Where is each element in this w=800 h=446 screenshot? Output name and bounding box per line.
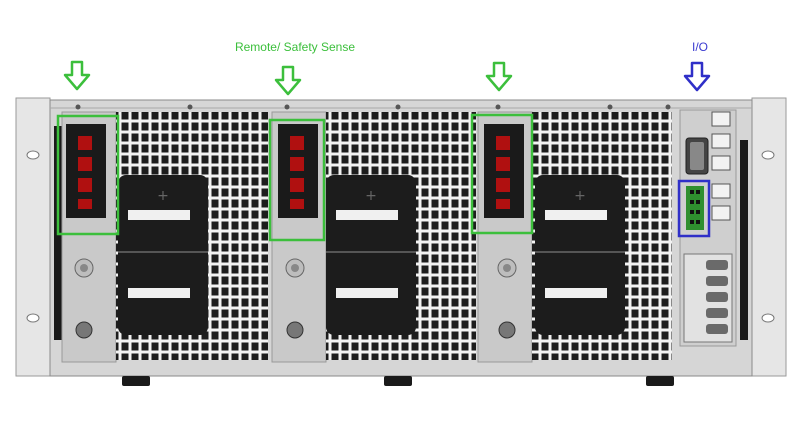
arrow-down-icon <box>274 65 302 96</box>
left-rack-ear <box>15 97 51 377</box>
sense-highlight-box-3 <box>470 113 534 235</box>
right-rack-ear <box>751 97 787 377</box>
io-highlight-box <box>677 179 711 238</box>
svg-text:+: + <box>365 188 377 204</box>
rj45-port <box>711 111 731 127</box>
power-module-3: + <box>477 111 672 363</box>
svg-text:+: + <box>574 188 586 204</box>
sense-highlight-box-2 <box>268 118 326 242</box>
svg-text:+: + <box>157 188 169 204</box>
rj45-port <box>711 155 731 171</box>
ground-stud <box>498 321 516 339</box>
rj45-port <box>711 133 731 149</box>
ground-stud <box>75 321 93 339</box>
foot <box>646 376 674 386</box>
ground-stud <box>286 321 304 339</box>
arrow-down-icon <box>683 61 711 92</box>
rj45-port <box>711 205 731 221</box>
io-label: I/O <box>691 40 708 54</box>
io-terminal-block <box>686 186 704 230</box>
foot <box>384 376 412 386</box>
arrow-down-icon <box>485 61 513 92</box>
remote-safety-sense-label: Remote/ Safety Sense <box>234 40 356 54</box>
power-module-1: + <box>61 111 268 363</box>
arrow-down-icon <box>63 60 91 91</box>
screws <box>75 104 671 110</box>
rj45-port <box>711 183 731 199</box>
power-module-2: + <box>271 111 476 363</box>
foot <box>122 376 150 386</box>
sense-highlight-box-1 <box>56 114 120 236</box>
